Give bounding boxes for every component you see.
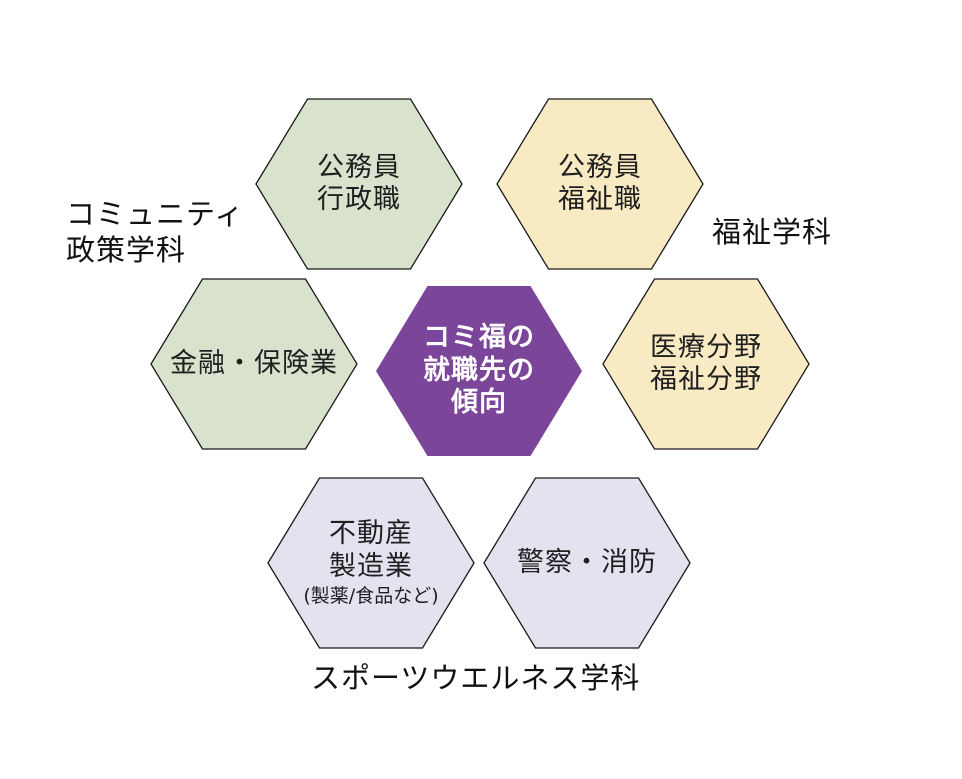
hex-iryo-text: 医療分野 福祉分野: [606, 294, 806, 434]
hex-iryo-line2: 福祉分野: [650, 364, 762, 395]
hex-center-line2: 就職先の: [423, 354, 535, 386]
community-dept-label-line1: コミュニティ: [66, 197, 245, 231]
hex-fukushi-koumuin-text: 公務員 福祉職: [500, 114, 700, 254]
hex-gyosei-line2: 行政職: [317, 184, 401, 215]
hex-center: [376, 286, 582, 456]
hex-keisatsu-line1: 警察・消防: [517, 546, 657, 578]
hex-fudosan-line2: 製造業: [329, 550, 413, 582]
hex-center-line3: 傾向: [451, 387, 507, 419]
hex-keisatsu: [483, 477, 691, 649]
hex-center-line1: コミ福の: [423, 322, 535, 354]
hex-kinyu: [150, 278, 358, 450]
hex-fudosan: [267, 477, 475, 649]
hex-kinyu-line1: 金融・保険業: [170, 347, 338, 379]
hex-iryo-line1: 医療分野: [650, 331, 762, 363]
hex-gyosei-line1: 公務員: [317, 151, 401, 183]
community-dept-label-line2: 政策学科: [66, 233, 187, 268]
community-dept-label: コミュニティ 政策学科: [66, 196, 244, 269]
sports-dept-label: スポーツウエルネス学科: [311, 661, 641, 695]
hex-fukushi-koumuin-line1: 公務員: [558, 151, 642, 183]
hex-fukushi-koumuin-line2: 福祉職: [558, 184, 642, 215]
hex-fukushi-koumuin: [496, 98, 704, 270]
hex-gyosei: [255, 98, 463, 270]
hex-iryo: [602, 278, 810, 450]
hex-keisatsu-text: 警察・消防: [487, 493, 687, 633]
hex-center-text: コミ福の 就職先の 傾向: [379, 301, 579, 441]
hex-fudosan-text: 不動産 製造業 (製薬/食品など): [271, 493, 471, 633]
welfare-dept-label: 福祉学科: [712, 215, 833, 249]
hex-kinyu-text: 金融・保険業: [154, 294, 354, 434]
hex-fudosan-note: (製薬/食品など): [303, 584, 439, 607]
hex-gyosei-text: 公務員 行政職: [259, 114, 459, 254]
hex-fudosan-line1: 不動産: [329, 518, 413, 550]
